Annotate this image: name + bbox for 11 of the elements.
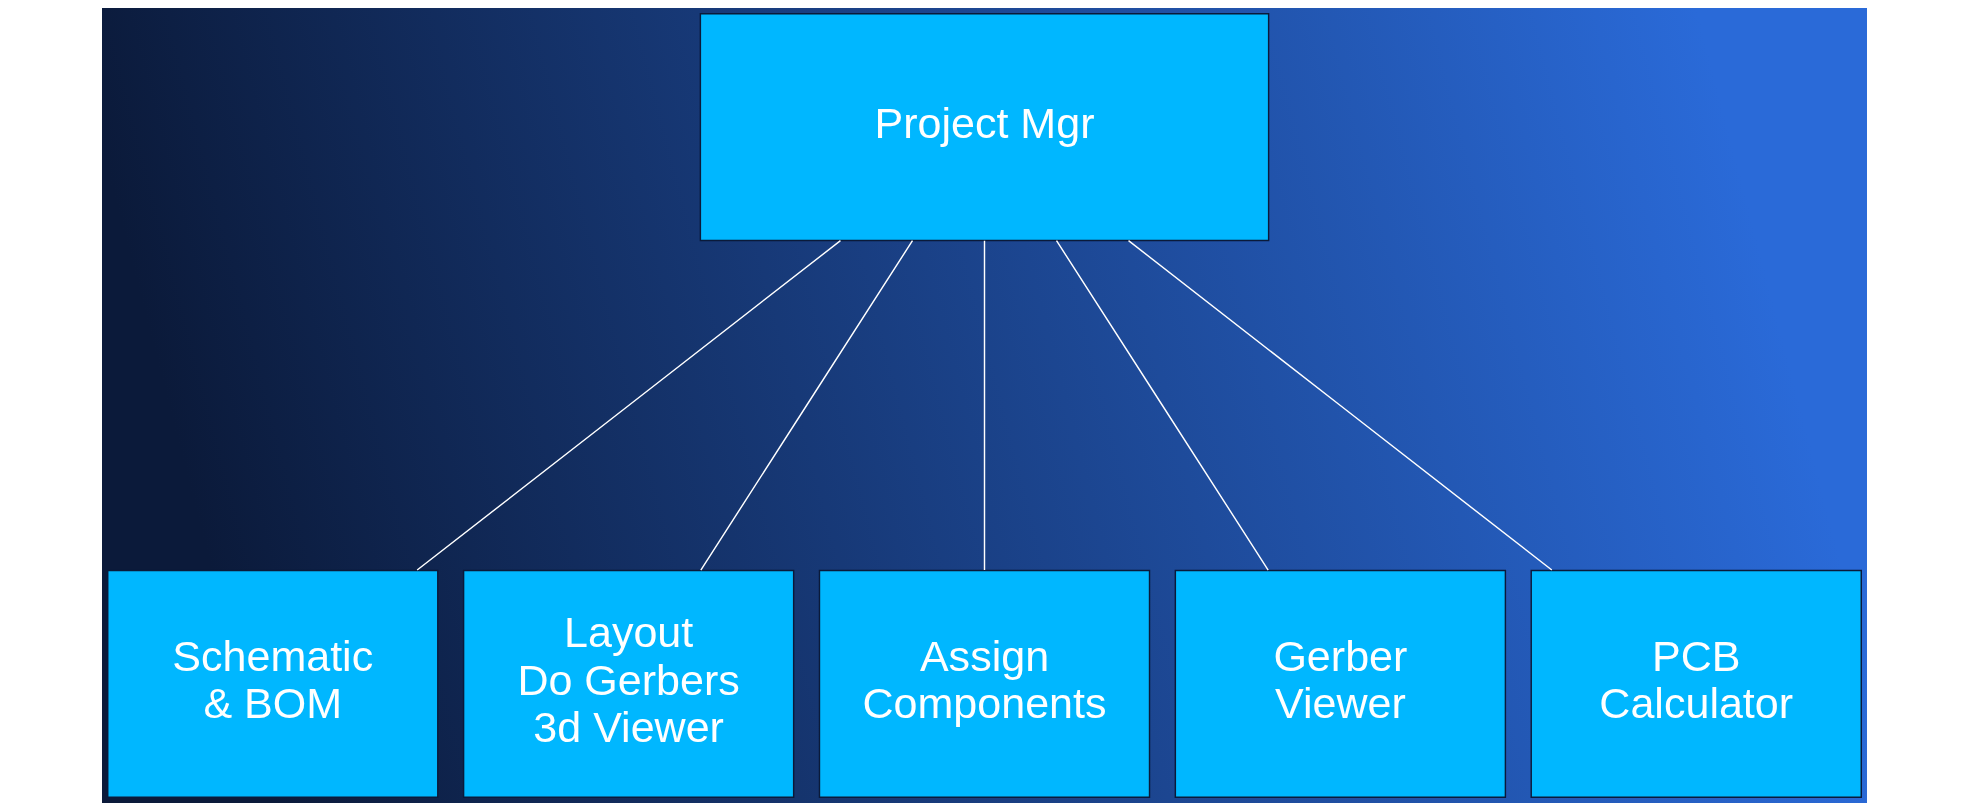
- node-box: Schematic & BOM: [107, 569, 439, 798]
- node-box: Project Mgr: [699, 13, 1270, 242]
- connector: [983, 239, 986, 571]
- node-box: Assign Components: [818, 569, 1151, 798]
- connector: [416, 239, 842, 571]
- connector: [1055, 239, 1269, 571]
- connector: [700, 239, 914, 571]
- node-box: PCB Calculator: [1530, 569, 1862, 798]
- node-box: Gerber Viewer: [1174, 569, 1507, 798]
- connector: [1127, 239, 1553, 571]
- node-box: Layout Do Gerbers 3d Viewer: [462, 569, 795, 798]
